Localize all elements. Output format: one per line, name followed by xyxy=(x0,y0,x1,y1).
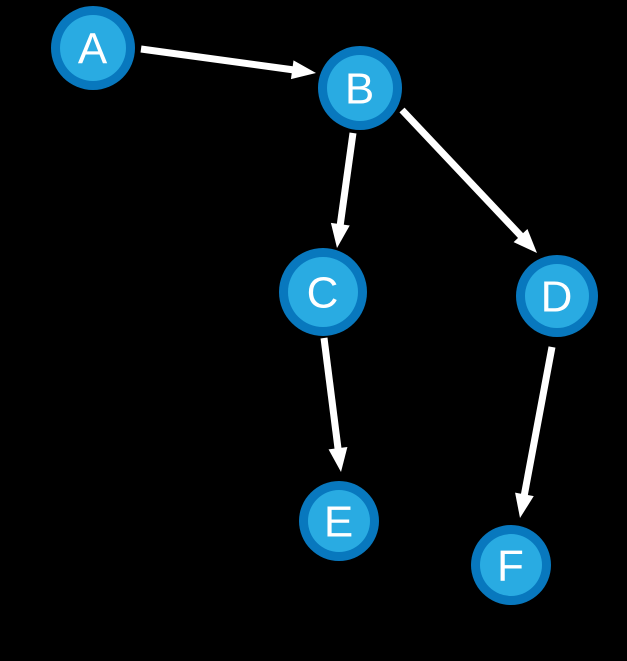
node-C-body xyxy=(288,257,358,327)
arrowhead-C-E xyxy=(328,446,348,472)
arrowhead-A-B xyxy=(290,60,316,80)
edge-A-B xyxy=(140,45,316,80)
node-E-label: E xyxy=(324,498,354,547)
edge-C-E xyxy=(320,337,348,472)
node-D-body xyxy=(525,264,589,328)
node-A-label: A xyxy=(78,25,108,74)
arrowhead-B-D xyxy=(513,229,537,253)
edge-B-C-shaft xyxy=(336,132,357,227)
arrowhead-B-C xyxy=(330,222,350,248)
node-F-body xyxy=(480,534,542,596)
edge-A-B-shaft xyxy=(140,45,295,74)
edge-B-D-shaft xyxy=(399,107,525,240)
node-B: B xyxy=(318,46,402,130)
node-B-label: B xyxy=(345,65,375,114)
node-A-body xyxy=(60,15,126,81)
node-C: C xyxy=(279,248,367,336)
edge-D-F xyxy=(515,346,556,518)
node-E-body xyxy=(308,490,370,552)
arrowhead-D-F xyxy=(515,492,534,518)
edge-B-C xyxy=(330,132,357,248)
edge-D-F-shaft xyxy=(520,346,556,498)
node-D-label: D xyxy=(541,273,574,322)
node-E: E xyxy=(299,481,379,561)
edge-B-D xyxy=(399,107,537,253)
node-F-label: F xyxy=(497,542,525,591)
edge-C-E-shaft xyxy=(320,337,342,451)
node-F: F xyxy=(471,525,551,605)
node-D: D xyxy=(516,255,598,337)
node-A: A xyxy=(51,6,135,90)
node-B-body xyxy=(327,55,393,121)
node-C-label: C xyxy=(307,269,340,318)
